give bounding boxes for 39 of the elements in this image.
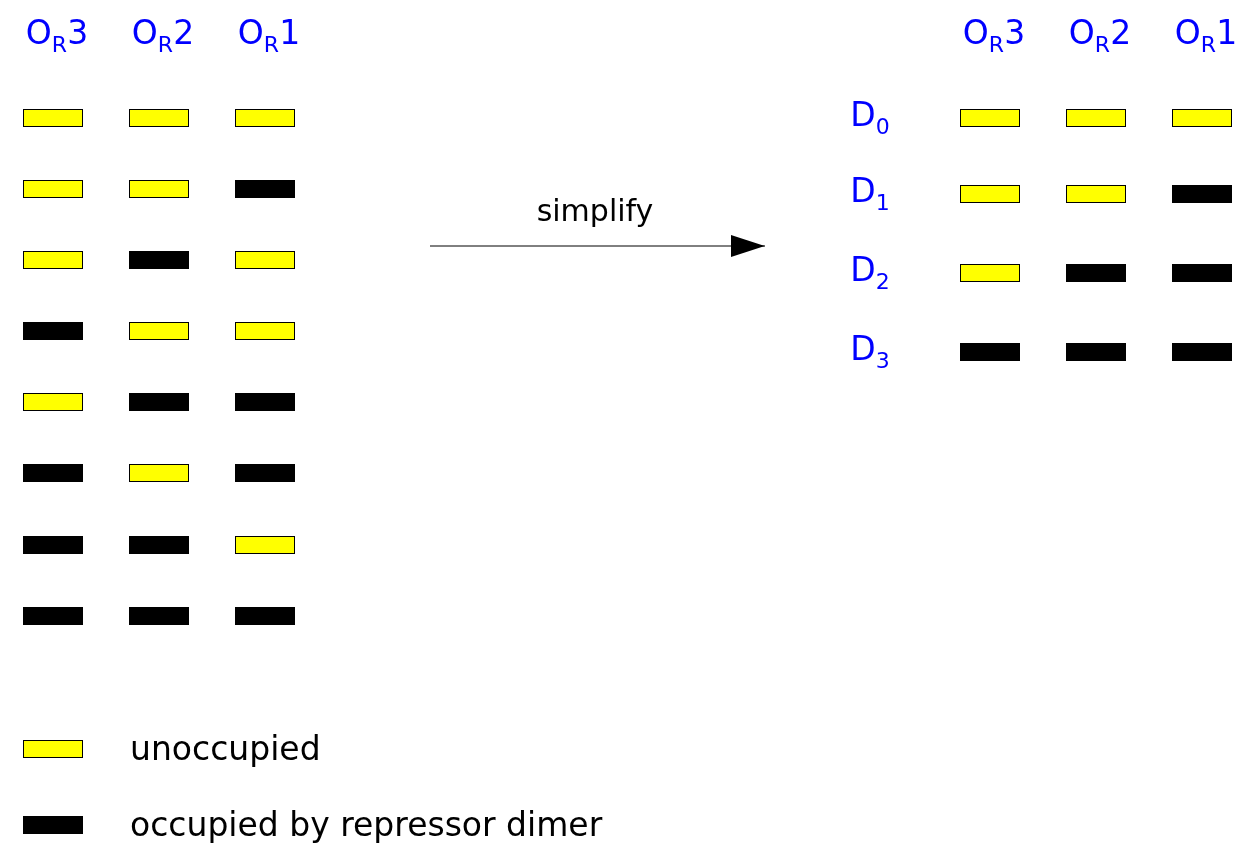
empty-site-bar	[129, 464, 189, 482]
empty-site-bar	[1066, 185, 1126, 203]
occupied-site-bar	[1066, 343, 1126, 361]
empty-site-bar	[235, 322, 295, 340]
occupied-site-bar	[1066, 264, 1126, 282]
occupied-site-bar	[23, 607, 83, 625]
empty-site-bar	[1172, 109, 1232, 127]
occupied-site-bar	[1172, 185, 1232, 203]
empty-site-bar	[23, 393, 83, 411]
occupied-site-bar	[1172, 264, 1232, 282]
empty-site-bar	[960, 109, 1020, 127]
legend-label: occupied by repressor dimer	[130, 808, 603, 841]
empty-site-bar	[235, 251, 295, 269]
empty-site-bar	[235, 536, 295, 554]
empty-site-bar	[1066, 109, 1126, 127]
empty-site-bar	[129, 109, 189, 127]
empty-site-bar	[23, 251, 83, 269]
occupied-site-bar	[129, 607, 189, 625]
empty-site-bar	[235, 109, 295, 127]
arrow-label: simplify	[536, 196, 654, 226]
empty-site-bar	[23, 180, 83, 198]
occupied-site-bar	[23, 464, 83, 482]
occupied-site-bar	[960, 343, 1020, 361]
empty-site-bar	[23, 109, 83, 127]
occupied-site-bar	[235, 607, 295, 625]
occupied-site-bar	[1172, 343, 1232, 361]
empty-site-bar	[960, 264, 1020, 282]
empty-site-bar	[129, 322, 189, 340]
empty-site-bar	[129, 180, 189, 198]
occupied-site-bar	[129, 536, 189, 554]
occupied-site-bar	[235, 393, 295, 411]
empty-site-bar	[960, 185, 1020, 203]
occupied-site-bar	[23, 536, 83, 554]
occupied-site-bar	[235, 180, 295, 198]
occupied-site-bar	[129, 393, 189, 411]
occupied-site-bar	[129, 251, 189, 269]
occupied-site-bar	[23, 322, 83, 340]
legend-label: unoccupied	[130, 732, 321, 765]
occupied-site-bar	[235, 464, 295, 482]
